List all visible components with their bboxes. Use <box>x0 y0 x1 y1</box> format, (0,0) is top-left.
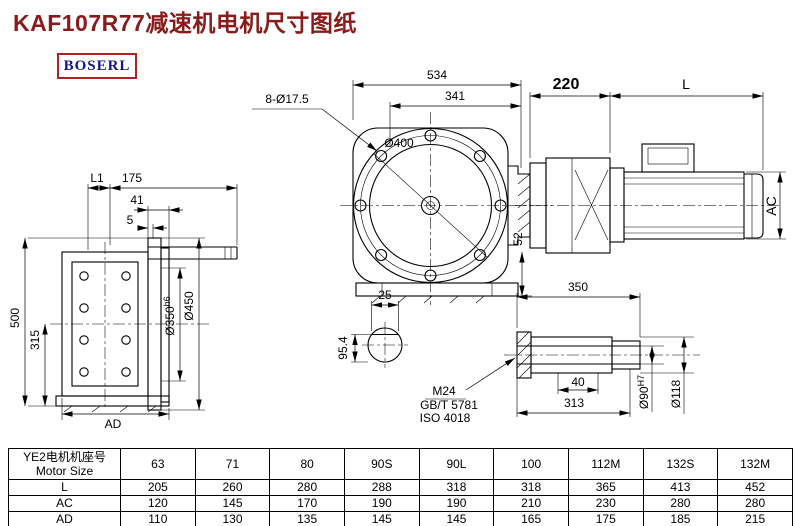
table-cell: 130 <box>194 511 271 526</box>
dim-350: 350 <box>568 280 588 294</box>
table-cell: 145 <box>343 511 420 526</box>
table-cell: 190 <box>418 495 495 512</box>
thread-label: M24 <box>432 384 456 398</box>
dia-90-label: Ø90H7 <box>636 375 651 409</box>
hollow-shaft-detail: 350 40 313 Ø90H7 Ø118 <box>504 280 700 417</box>
table-header-row: YE2电机机座号 Motor Size 63 71 80 90S 90L 100… <box>8 448 793 480</box>
gearbox-front-view <box>340 112 552 305</box>
row-label: AC <box>8 495 121 512</box>
table-cell: 210 <box>493 495 569 512</box>
dim-175: 175 <box>122 171 142 185</box>
dim-341: 341 <box>445 89 465 103</box>
motor-size-table: YE2电机机座号 Motor Size 63 71 80 90S 90L 100… <box>8 448 793 526</box>
row-label: L <box>8 479 121 496</box>
table-cell: 280 <box>642 495 719 512</box>
dim-AC: AC <box>763 196 779 215</box>
dim-95-4: 95.4 <box>336 336 350 360</box>
table-cell: 215 <box>717 511 793 526</box>
std-gb-label: GB/T 5781 <box>420 398 478 412</box>
table-cell: 280 <box>717 495 793 512</box>
table-cell: 318 <box>418 479 495 496</box>
table-cell: 135 <box>269 511 345 526</box>
col-header: 112M <box>567 448 644 480</box>
dim-220: 220 <box>553 76 580 93</box>
col-header: 90L <box>418 448 495 480</box>
table-cell: 170 <box>269 495 345 512</box>
table-cell: 120 <box>120 495 196 512</box>
table-cell: 205 <box>120 479 196 496</box>
col-header: 132M <box>717 448 793 480</box>
col-header: 80 <box>269 448 345 480</box>
row-header-cn: YE2电机机座号 <box>23 450 106 464</box>
gearbox-left-view <box>50 237 238 413</box>
dim-5: 5 <box>127 213 134 227</box>
table-cell: 185 <box>642 511 719 526</box>
dim-313: 313 <box>564 396 584 410</box>
table-cell: 365 <box>567 479 644 496</box>
dia-450-label: Ø450 <box>182 291 196 321</box>
gearbox-front-dimensions: 534 341 8-Ø17.5 Ø400 52 <box>252 68 532 297</box>
row-header: YE2电机机座号 Motor Size <box>8 448 121 480</box>
dim-315: 315 <box>28 330 42 350</box>
col-header: 63 <box>120 448 196 480</box>
dim-L1: L1 <box>90 171 104 185</box>
dim-40: 40 <box>571 375 585 389</box>
table-cell: 288 <box>343 479 420 496</box>
dim-500: 500 <box>8 308 22 328</box>
col-header: 100 <box>493 448 569 480</box>
table-cell: 165 <box>493 511 569 526</box>
dim-L: L <box>682 76 690 92</box>
dim-52: 52 <box>511 232 525 246</box>
table-cell: 452 <box>717 479 793 496</box>
dia-350-label: Ø350h6 <box>162 296 177 335</box>
table-cell: 145 <box>418 511 495 526</box>
table-cell: 190 <box>343 495 420 512</box>
dim-AD: AD <box>105 417 122 431</box>
table-cell: 145 <box>194 495 271 512</box>
table-cell: 230 <box>567 495 644 512</box>
table-cell: 413 <box>642 479 719 496</box>
motor-side-view: 220 L AC <box>515 76 786 254</box>
table-row-AC: AC 120 145 170 190 190 210 230 280 280 <box>8 495 793 512</box>
dia-118-label: Ø118 <box>669 379 683 408</box>
dim-41: 41 <box>130 193 144 207</box>
brand-logo: BOSERL <box>57 53 137 79</box>
page-title: KAF107R77减速机电机尺寸图纸 <box>13 10 357 36</box>
dim-534: 534 <box>427 68 447 82</box>
dia-400-label: Ø400 <box>384 136 414 150</box>
std-iso-label: ISO 4018 <box>420 411 471 425</box>
table-cell: 110 <box>120 511 196 526</box>
table-row-AD: AD 110 130 135 145 145 165 175 185 215 <box>8 511 793 526</box>
table-row-L: L 205 260 280 288 318 318 365 413 452 <box>8 479 793 496</box>
table-cell: 318 <box>493 479 569 496</box>
table-cell: 175 <box>567 511 644 526</box>
thread-standard-labels: M24 GB/T 5781 ISO 4018 <box>420 357 516 425</box>
col-header: 132S <box>642 448 719 480</box>
table-cell: 280 <box>269 479 345 496</box>
shaft-end-view: 25 95.4 <box>336 288 408 368</box>
bolt-holes-label: 8-Ø17.5 <box>265 92 309 106</box>
row-label: AD <box>8 511 121 526</box>
gearbox-left-dimensions: L1 175 41 5 500 315 AD Ø35 <box>8 171 238 431</box>
table-cell: 260 <box>194 479 271 496</box>
row-header-en: Motor Size <box>35 464 94 478</box>
col-header: 90S <box>343 448 420 480</box>
dim-25: 25 <box>378 288 392 302</box>
col-header: 71 <box>194 448 271 480</box>
